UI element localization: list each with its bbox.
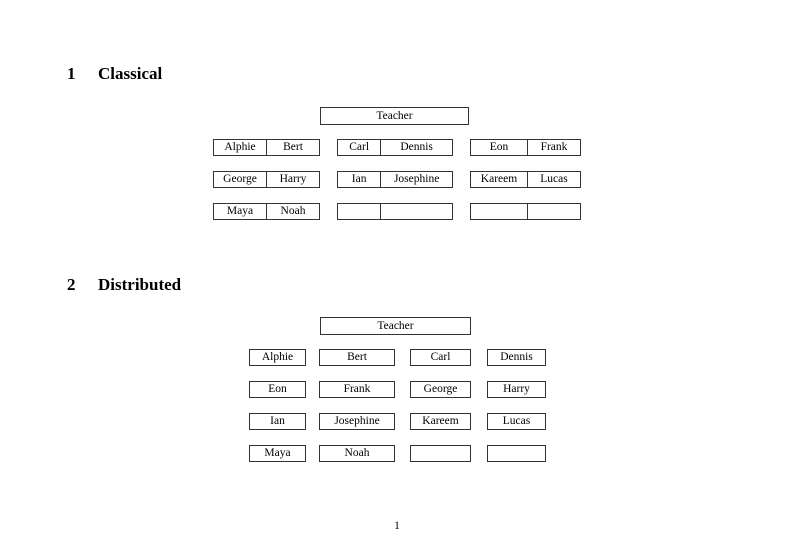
classical-cell[interactable]: Harry — [266, 172, 319, 187]
classical-cell[interactable]: Lucas — [526, 172, 580, 187]
distributed-node[interactable]: Dennis — [487, 349, 546, 366]
distributed-node[interactable]: Harry — [487, 381, 546, 398]
distributed-node[interactable]: Carl — [410, 349, 471, 366]
distributed-node[interactable]: Bert — [319, 349, 395, 366]
classical-cell[interactable]: Dennis — [380, 140, 452, 155]
classical-group-2-row-1[interactable]: Carl Dennis — [337, 139, 453, 156]
section-title: Distributed — [98, 275, 182, 294]
distributed-node[interactable]: Eon — [249, 381, 306, 398]
section-title: Classical — [98, 64, 163, 83]
section-number: 2 — [67, 275, 76, 294]
distributed-node[interactable]: Maya — [249, 445, 306, 462]
classical-cell[interactable]: Eon — [489, 141, 509, 153]
section-number: 1 — [67, 64, 76, 83]
distributed-node[interactable]: George — [410, 381, 471, 398]
distributed-node[interactable]: Lucas — [487, 413, 546, 430]
distributed-node[interactable] — [487, 445, 546, 462]
classical-cell[interactable] — [526, 204, 580, 219]
distributed-node[interactable]: Noah — [319, 445, 395, 462]
classical-cell[interactable]: Alphie — [224, 141, 256, 153]
classical-cell[interactable]: Kareem — [480, 173, 518, 185]
classical-group-3-row-2[interactable]: Kareem Lucas — [470, 171, 581, 188]
classical-cell[interactable]: Josephine — [380, 172, 452, 187]
distributed-node[interactable] — [410, 445, 471, 462]
distributed-node[interactable]: Kareem — [410, 413, 471, 430]
distributed-node[interactable]: Ian — [249, 413, 306, 430]
classical-teacher-box[interactable]: Teacher — [320, 107, 469, 125]
classical-cell[interactable]: Maya — [226, 205, 254, 217]
classical-cell[interactable]: Carl — [349, 141, 370, 153]
classical-cell[interactable]: Noah — [266, 204, 319, 219]
page-number: 1 — [394, 520, 400, 532]
distributed-node[interactable]: Josephine — [319, 413, 395, 430]
classical-cell[interactable]: Frank — [526, 140, 580, 155]
classical-group-2-row-2[interactable]: Ian Josephine — [337, 171, 453, 188]
classical-group-1-row-2[interactable]: George Harry — [213, 171, 320, 188]
distributed-teacher-box[interactable]: Teacher — [320, 317, 471, 335]
classical-cell[interactable] — [471, 204, 527, 219]
section-heading-distributed: 2 Distributed — [67, 276, 181, 293]
classical-cell[interactable] — [338, 204, 380, 219]
distributed-node[interactable]: Alphie — [249, 349, 306, 366]
classical-group-1-row-3[interactable]: Maya Noah — [213, 203, 320, 220]
classical-group-3-row-3[interactable] — [470, 203, 581, 220]
classical-cell[interactable]: Bert — [266, 140, 319, 155]
classical-cell[interactable] — [380, 204, 452, 219]
classical-group-1-row-1[interactable]: Alphie Bert — [213, 139, 320, 156]
section-heading-classical: 1 Classical — [67, 65, 162, 82]
classical-group-2-row-3[interactable] — [337, 203, 453, 220]
classical-cell[interactable]: George — [223, 173, 257, 185]
distributed-node[interactable]: Frank — [319, 381, 395, 398]
classical-group-3-row-1[interactable]: Eon Frank — [470, 139, 581, 156]
classical-cell[interactable]: Ian — [351, 173, 367, 185]
